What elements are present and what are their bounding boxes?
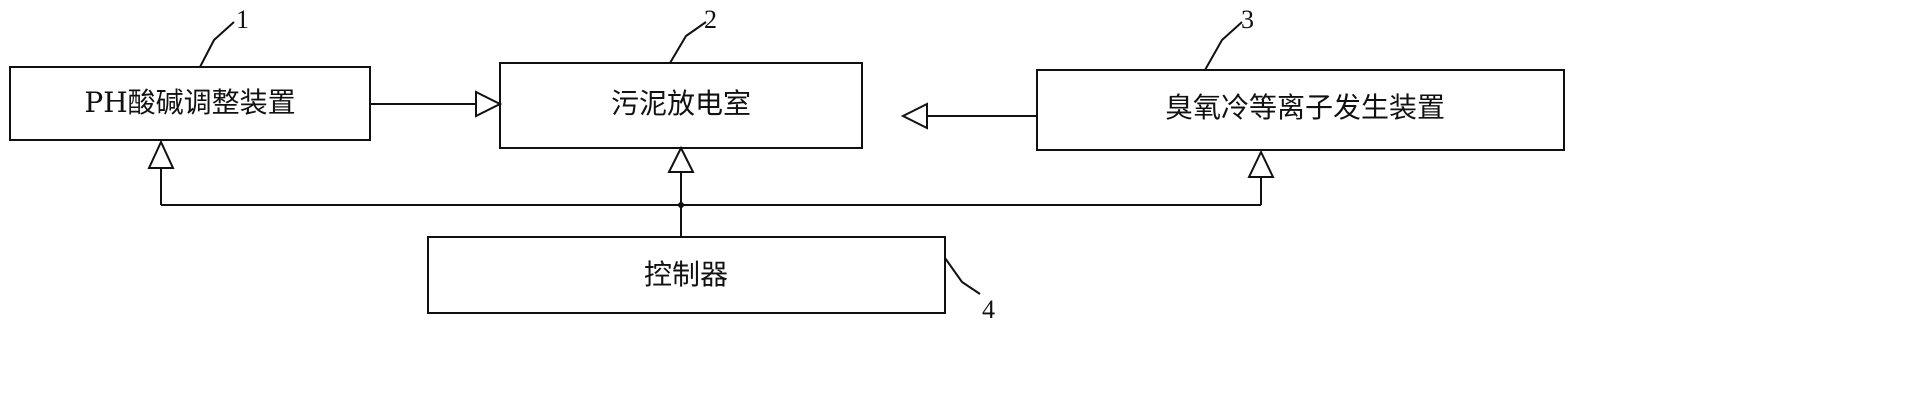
controller-box — [427, 236, 946, 314]
arrow-ph-to-chamber — [370, 90, 503, 118]
plasma-generator-block: 臭氧冷等离子发生装置 — [1036, 69, 1565, 151]
leader-2: 2 — [669, 5, 717, 64]
ref-number-2: 2 — [704, 5, 717, 34]
leader-3: 3 — [1204, 5, 1254, 71]
junction-dot — [678, 202, 684, 208]
controller-block: 控制器 — [427, 236, 946, 314]
sludge-chamber-block: 污泥放电室 — [499, 62, 863, 149]
controller-bus — [160, 168, 1262, 237]
leader-1: 1 — [199, 5, 249, 68]
arrowhead-to-ph-device — [147, 139, 175, 169]
sludge-chamber-label: 污泥放电室 — [611, 87, 751, 120]
ref-number-3: 3 — [1241, 5, 1254, 34]
arrowhead-to-generator — [1247, 149, 1275, 178]
controller-label: 控制器 — [644, 258, 728, 291]
ref-number-4: 4 — [982, 295, 995, 324]
plasma-generator-label: 臭氧冷等离子发生装置 — [1165, 91, 1445, 124]
leader-4: 4 — [944, 257, 995, 324]
plasma-generator-box — [1036, 69, 1565, 151]
arrowhead-to-chamber — [667, 145, 695, 173]
arrow-generator-to-chamber — [900, 102, 1037, 130]
ph-device-block: PH酸碱调整装置 — [9, 66, 371, 141]
block-diagram: PH酸碱调整装置 污泥放电室 臭氧冷等离子发生装置 控制器 1 — [9, 5, 1565, 324]
ref-number-1: 1 — [236, 5, 249, 34]
ph-device-label: PH酸碱调整装置 — [84, 86, 295, 119]
